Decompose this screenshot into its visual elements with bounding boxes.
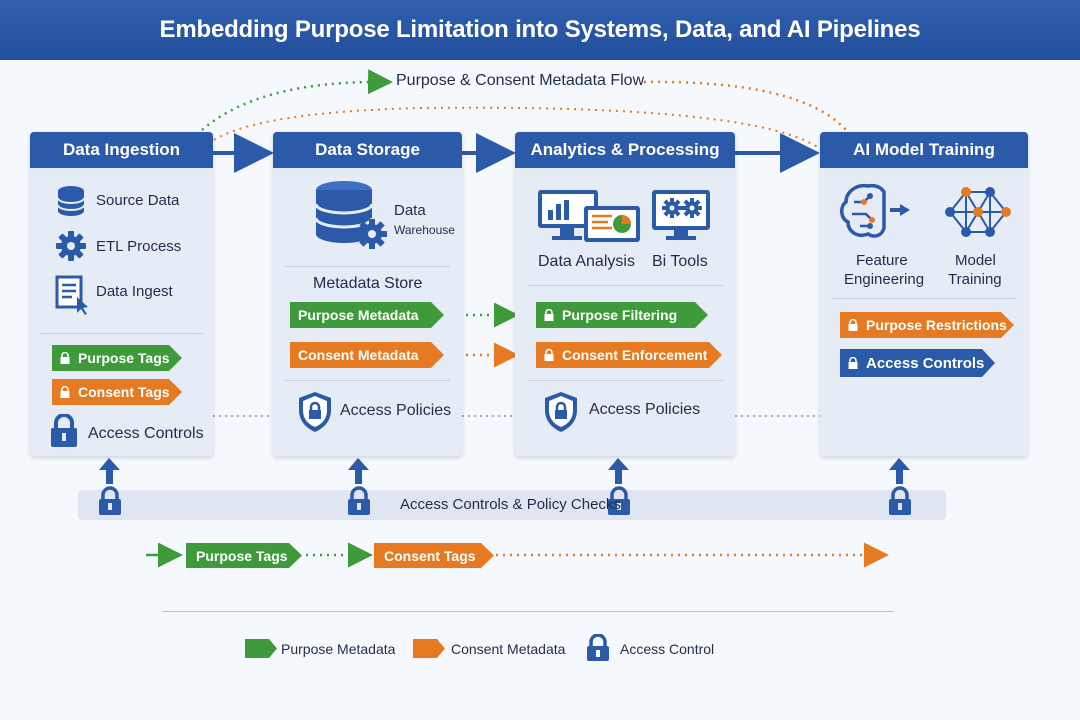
page-title: Embedding Purpose Limitation into System… <box>159 16 921 43</box>
purpose-tags-label: Purpose Tags <box>78 350 170 366</box>
data-ingest-label: Data Ingest <box>96 283 173 300</box>
model-training-label-line1: Model <box>955 252 996 269</box>
padlock-icon <box>99 486 121 515</box>
legend-consent-label: Consent Metadata <box>451 641 566 657</box>
consent-tags-label: Consent Tags <box>78 384 170 400</box>
consent-flow-arc-top <box>643 80 847 131</box>
card-title: Analytics & Processing <box>515 132 735 168</box>
consent-tags-badge: Consent Tags <box>52 379 182 405</box>
etl-process-label: ETL Process <box>96 238 182 255</box>
card-title: Data Storage <box>273 132 462 168</box>
consent-metadata-label: Consent Metadata <box>298 347 419 363</box>
data-analysis-label: Data Analysis <box>538 253 635 270</box>
purpose-filtering-label: Purpose Filtering <box>562 307 678 323</box>
card-title: AI Model Training <box>820 132 1028 168</box>
access-policies-label: Access Policies <box>340 402 452 419</box>
card-divider <box>40 333 203 334</box>
document-icon <box>55 275 88 315</box>
bottom-purpose-tags-label: Purpose Tags <box>196 547 288 564</box>
consent-enforcement-label: Consent Enforcement <box>562 347 708 363</box>
warehouse-label-line1: Data <box>394 202 426 219</box>
gear-icon <box>56 231 86 261</box>
lock-icon <box>60 386 70 398</box>
data-warehouse-icon <box>314 181 387 249</box>
bi-tools-label: Bi Tools <box>652 253 708 270</box>
access-policies-label: Access Policies <box>589 401 701 418</box>
metadata-store-label: Metadata Store <box>313 275 423 292</box>
data-analysis-monitor-icon <box>538 190 640 242</box>
card-ai-model-training: AI Model Training <box>820 132 1028 456</box>
card-divider <box>527 380 723 381</box>
warehouse-label-line2: Warehouse <box>394 223 455 237</box>
access-controls-badge-label: Access Controls <box>866 354 985 372</box>
bi-tools-icon <box>652 190 710 240</box>
title-banner: Embedding Purpose Limitation into System… <box>0 0 1080 60</box>
purpose-filtering-badge: Purpose Filtering <box>536 302 708 328</box>
consent-metadata-badge: Consent Metadata <box>290 342 444 368</box>
access-dotted-line <box>213 380 921 417</box>
padlock-icon <box>348 486 370 515</box>
legend-consent-swatch <box>413 639 445 658</box>
flow-title: Purpose & Consent Metadata Flow <box>396 72 645 89</box>
purpose-flow-arc <box>201 69 393 131</box>
feature-engineering-label-line2: Engineering <box>844 271 925 288</box>
feature-engineering-label-line1: Feature <box>856 252 908 269</box>
purpose-restrictions-label: Purpose Restrictions <box>866 317 1007 333</box>
purpose-metadata-label: Purpose Metadata <box>298 307 419 323</box>
access-controls-badge: Access Controls <box>840 349 995 377</box>
card-divider <box>285 266 450 267</box>
card-divider <box>285 380 450 381</box>
card-divider <box>832 298 1016 299</box>
legend-purpose-label: Purpose Metadata <box>281 641 396 657</box>
bottom-consent-tags-label: Consent Tags <box>384 547 476 564</box>
card-title: Data Ingestion <box>30 132 213 168</box>
legend-access-label: Access Control <box>620 641 715 657</box>
database-icon <box>57 186 85 216</box>
model-training-label-line2: Training <box>948 271 1002 288</box>
card-divider <box>527 285 723 286</box>
bottom-purpose-tags-badge: Purpose Tags <box>186 543 302 568</box>
lock-icon <box>848 357 858 369</box>
padlock-icon <box>608 486 630 515</box>
purpose-metadata-badge: Purpose Metadata <box>290 302 444 328</box>
purpose-restrictions-badge: Purpose Restrictions <box>840 312 1014 338</box>
padlock-icon <box>51 414 77 447</box>
bottom-consent-tags-badge: Consent Tags <box>374 543 494 568</box>
brain-icon <box>840 183 910 238</box>
lock-icon <box>60 352 70 364</box>
shield-lock-icon <box>299 392 331 432</box>
policy-strip-label: Access Controls & Policy Checks <box>400 496 621 513</box>
neural-network-icon <box>945 187 1011 237</box>
legend-divider <box>162 611 894 612</box>
up-arrows <box>99 458 910 484</box>
source-data-label: Source Data <box>96 192 180 209</box>
policy-check-strip <box>78 490 946 520</box>
shield-lock-icon <box>545 392 577 432</box>
consent-flow-arc-left <box>213 107 421 141</box>
legend-padlock-icon <box>587 634 609 661</box>
padlock-icon <box>889 486 911 515</box>
lock-icon <box>544 309 554 321</box>
lock-icon <box>848 319 858 331</box>
purpose-tags-badge: Purpose Tags <box>52 345 182 371</box>
legend-purpose-swatch <box>245 639 277 658</box>
consent-enforcement-badge: Consent Enforcement <box>536 342 722 368</box>
access-controls-label: Access Controls <box>88 425 204 442</box>
lock-icon <box>544 349 554 361</box>
